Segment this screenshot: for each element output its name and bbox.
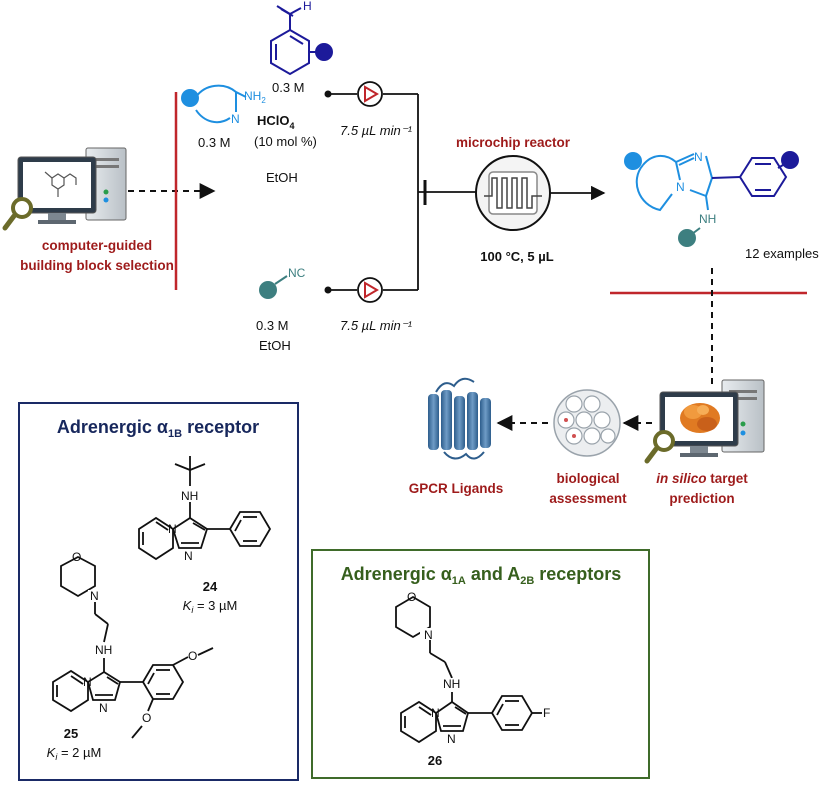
cmpd26-nh: NH — [443, 677, 460, 691]
amine-conc: 0.3 M — [198, 135, 231, 150]
box-alpha1b-title: Adrenergic α1B receptor — [57, 417, 259, 440]
cmpd25-n2: N — [99, 701, 108, 715]
solvent-top: EtOH — [266, 170, 298, 185]
insilico-line2: prediction — [669, 491, 734, 506]
computer-icon — [17, 147, 127, 224]
cmpd25-nh: NH — [95, 643, 112, 657]
left-label-line1: computer-guided — [42, 238, 152, 253]
aldehyde-conc: 0.3 M — [272, 80, 305, 95]
bio-line2: assessment — [549, 491, 627, 506]
left-label-line2: building block selection — [20, 258, 174, 273]
box-alpha1a — [311, 549, 650, 779]
protein-icon — [680, 403, 720, 433]
product-examples: 12 examples — [745, 246, 819, 261]
cmpd25-ki: Ki = 2 µM — [47, 745, 102, 762]
cmpd24-nh: NH — [181, 489, 198, 503]
flow-lines — [328, 93, 476, 291]
compound-26-structure — [395, 595, 542, 744]
cmpd26-f: F — [543, 706, 550, 720]
catalyst-formula: HClO4 — [257, 113, 295, 131]
aldehyde-h: H — [303, 0, 312, 13]
flow-rate-top: 7.5 µL min⁻¹ — [340, 123, 413, 138]
well-plate-icon — [553, 389, 621, 457]
cmpd24-n2: N — [184, 549, 193, 563]
cmpd25-ome1 — [197, 647, 214, 656]
isocyanide-conc: 0.3 M — [256, 318, 289, 333]
cmpd25-n-morph: N — [90, 589, 99, 603]
isocyanide-nc: NC — [288, 266, 306, 280]
box-alpha1a-title: Adrenergic α1A and A2B receptors — [341, 564, 622, 587]
cmpd25-n1: N — [83, 675, 92, 689]
box-alpha1b — [18, 402, 299, 781]
compound-25-structure — [52, 555, 189, 713]
solvent-bottom: EtOH — [259, 338, 291, 353]
isocyanide-structure — [259, 275, 288, 299]
cmpd26-o-morph: O — [407, 590, 416, 604]
cmpd24-n1: N — [168, 522, 177, 536]
product-n1: N — [694, 150, 703, 164]
cmpd24-ki: Ki = 3 µM — [183, 598, 238, 615]
inlet-dot-top — [324, 90, 332, 98]
amine-nh: NH2 — [244, 89, 266, 105]
product-r2-dot — [781, 151, 799, 169]
gpcr-receptor-icon — [428, 377, 491, 460]
product-r1-dot — [624, 152, 642, 170]
cmpd26-n-morph: N — [424, 628, 433, 642]
insilico-line1: in silico target — [656, 471, 748, 486]
product-nh: NH — [699, 212, 716, 226]
cmpd24-id: 24 — [203, 579, 218, 594]
cmpd25-ome2 — [131, 725, 143, 739]
cmpd26-n1: N — [431, 706, 440, 720]
cmpd25-o1: O — [188, 649, 197, 663]
cmpd25-o-morph: O — [72, 550, 81, 564]
cmpd26-n2: N — [447, 732, 456, 746]
cmpd25-o2: O — [142, 711, 151, 725]
magnifier-icon — [2, 197, 33, 231]
microchip-icon — [475, 155, 551, 231]
flow-rate-bottom: 7.5 µL min⁻¹ — [340, 318, 413, 333]
inlet-dot-bottom — [324, 286, 332, 294]
pump-icon — [357, 277, 383, 303]
cmpd26-id: 26 — [428, 753, 442, 768]
aldehyde-structure — [270, 5, 333, 76]
catalyst-loading: (10 mol %) — [254, 134, 317, 149]
compound-24-structure — [138, 456, 272, 561]
magnifier-icon — [644, 430, 675, 464]
gpcr-label: GPCR Ligands — [409, 481, 504, 496]
pump-icon — [357, 81, 383, 107]
amine-structure — [181, 84, 247, 124]
reactor-label: microchip reactor — [456, 135, 571, 150]
amine-ring-n: N — [231, 112, 240, 126]
product-r3-dot — [678, 229, 696, 247]
bio-line1: biological — [556, 471, 619, 486]
product-n2: N — [676, 180, 685, 194]
cmpd25-id: 25 — [64, 726, 78, 741]
reactor-conditions: 100 °C, 5 µL — [480, 249, 553, 264]
